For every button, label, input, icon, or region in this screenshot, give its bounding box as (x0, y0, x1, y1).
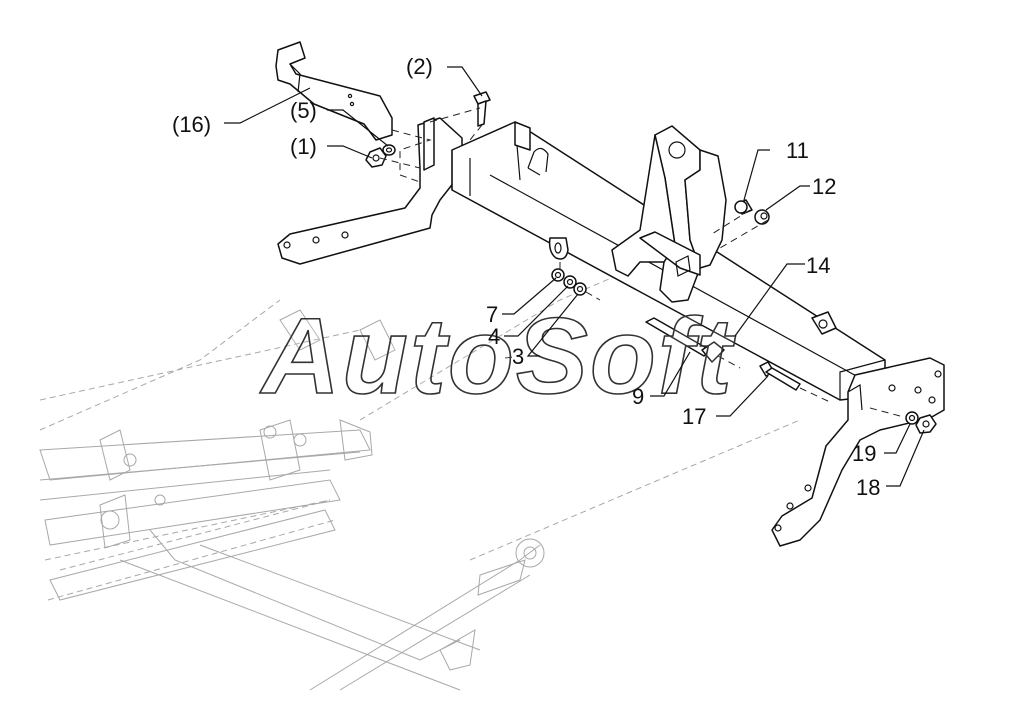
right-mount-arm (771, 357, 945, 547)
callout-1: (1) (290, 134, 317, 159)
callout-5: (5) (290, 98, 317, 123)
bracket-part-16 (275, 41, 393, 141)
callout-11: 11 (786, 138, 809, 163)
bolt-part-2 (473, 91, 491, 127)
callout-9: 9 (632, 384, 644, 409)
twin-uprights (611, 125, 727, 303)
callout-2: (2) (406, 54, 433, 79)
lifting-eye (811, 311, 837, 335)
u-hook (527, 147, 549, 176)
nut-part-1 (365, 147, 387, 168)
callout-7: 7 (486, 302, 498, 327)
assembly-dashed-lines (379, 107, 901, 417)
washer-part-5 (382, 144, 396, 156)
callout-14: 14 (806, 253, 830, 278)
washer-part-4 (563, 275, 577, 289)
washer-part-3 (573, 282, 587, 296)
bushing-part-11 (734, 199, 753, 215)
washer-part-7 (551, 268, 565, 282)
callout-4: 4 (488, 324, 500, 349)
callout-12: 12 (812, 174, 836, 199)
lower-hook (548, 237, 569, 260)
nut-part-18 (915, 414, 937, 434)
leader-lines (224, 66, 925, 487)
callout-18: 18 (856, 475, 880, 500)
left-mount-arm (277, 117, 463, 265)
pin-part-9 (645, 317, 725, 363)
bushing-part-12 (754, 209, 770, 225)
washer-part-19 (905, 411, 919, 425)
callout-labels: (2) (5) (16) (1) 11 12 14 7 4 3 9 17 19 … (172, 54, 880, 500)
callout-17: 17 (682, 404, 706, 429)
ghost-frame (39, 239, 801, 691)
bolt-part-17 (759, 361, 801, 391)
callout-3: 3 (512, 344, 524, 369)
callout-19: 19 (852, 441, 876, 466)
callout-16: (16) (172, 112, 211, 137)
